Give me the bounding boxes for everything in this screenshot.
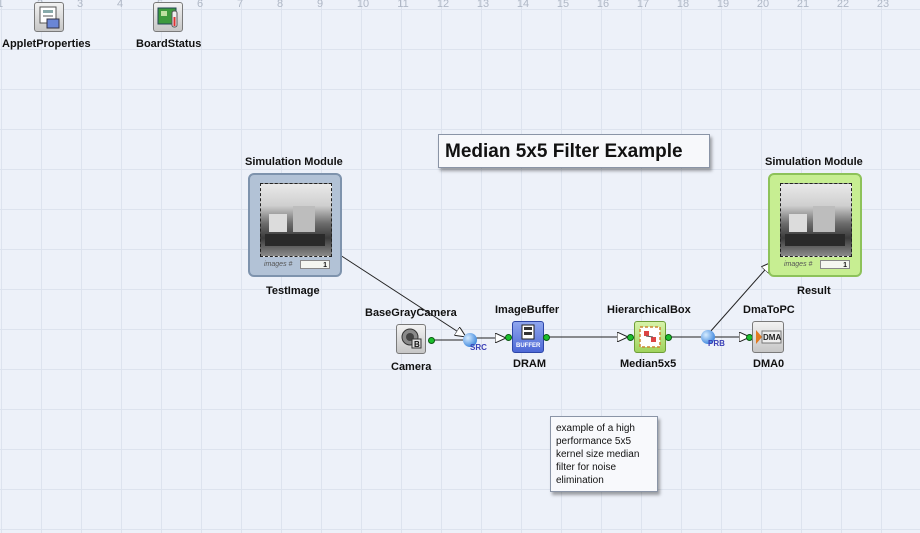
prb-port-label: PRB [708, 339, 725, 348]
result-footer-caption: images # [784, 261, 813, 268]
ruler-label: 10 [356, 0, 370, 10]
camera-icon-text: B [414, 340, 420, 349]
testimage-name: TestImage [266, 285, 320, 297]
ruler-label: 18 [676, 0, 690, 10]
camera-icon[interactable]: B [396, 324, 426, 354]
src-port-label: SRC [470, 343, 487, 352]
testimage-footer-caption: images # [264, 261, 293, 268]
image-buffer-type: ImageBuffer [495, 304, 560, 316]
ruler-label: 12 [436, 0, 450, 10]
buffer-icon-text: BUFFER [516, 343, 541, 349]
ruler-label: 20 [756, 0, 770, 10]
ruler-label: 19 [716, 0, 730, 10]
applet-properties-label: AppletProperties [2, 38, 91, 50]
result-module[interactable]: images # 1 [768, 173, 862, 277]
column-ruler: 1 2 3 4 5 6 7 8 9 10 11 12 13 14 15 16 1… [0, 0, 920, 12]
camera-type: BaseGrayCamera [365, 307, 457, 319]
dma-type: DmaToPC [743, 304, 795, 316]
ruler-label: 21 [796, 0, 810, 10]
ruler-label: 9 [316, 0, 324, 10]
image-buffer-name: DRAM [513, 358, 546, 370]
result-name: Result [797, 285, 831, 297]
result-header: Simulation Module [765, 156, 863, 168]
buffer-output-port[interactable] [543, 334, 550, 341]
ruler-label: 8 [276, 0, 284, 10]
diagram-title[interactable]: Median 5x5 Filter Example [438, 134, 710, 168]
ruler-label: 4 [116, 0, 124, 10]
ruler-label: 15 [556, 0, 570, 10]
median-name: Median5x5 [620, 358, 677, 370]
ruler-label: 13 [476, 0, 490, 10]
camera-name: Camera [391, 361, 432, 373]
ruler-label: 23 [876, 0, 890, 10]
ruler-label: 7 [236, 0, 244, 10]
testimage-preview [260, 183, 332, 257]
testimage-count: 1 [300, 260, 330, 269]
ruler-label: 22 [836, 0, 850, 10]
dma-icon-text: DMA [763, 333, 781, 342]
dma-icon[interactable]: DMA [752, 321, 784, 353]
testimage-module[interactable]: images # 1 [248, 173, 342, 277]
camera-output-port[interactable] [428, 337, 435, 344]
src-port[interactable] [463, 333, 477, 347]
ruler-label: 1 [0, 0, 10, 10]
description-note[interactable]: example of a high performance 5x5 kernel… [550, 416, 658, 492]
board-status-label: BoardStatus [136, 38, 202, 50]
median-output-port[interactable] [665, 334, 672, 341]
image-buffer-icon[interactable]: BUFFER [512, 321, 544, 353]
dma-name: DMA0 [753, 358, 785, 370]
applet-properties-icon[interactable] [34, 2, 64, 32]
ruler-label: 17 [636, 0, 650, 10]
ruler-label: 3 [76, 0, 84, 10]
buffer-input-port[interactable] [505, 334, 512, 341]
prb-port[interactable] [701, 330, 715, 344]
testimage-header: Simulation Module [245, 156, 343, 168]
ruler-label: 11 [397, 0, 409, 10]
board-status-icon[interactable] [153, 2, 183, 32]
wire-testimage-to-src [339, 254, 466, 337]
result-count: 1 [820, 260, 850, 269]
ruler-label: 16 [596, 0, 610, 10]
wire-prb-to-result [709, 262, 772, 333]
result-footer: images # 1 [780, 259, 850, 271]
ruler-label: 14 [516, 0, 530, 10]
median-box-icon[interactable] [634, 321, 666, 353]
ruler-label: 6 [196, 0, 204, 10]
median-input-port[interactable] [627, 334, 634, 341]
result-preview [780, 183, 852, 257]
median-type: HierarchicalBox [607, 304, 691, 316]
testimage-footer: images # 1 [260, 259, 330, 271]
